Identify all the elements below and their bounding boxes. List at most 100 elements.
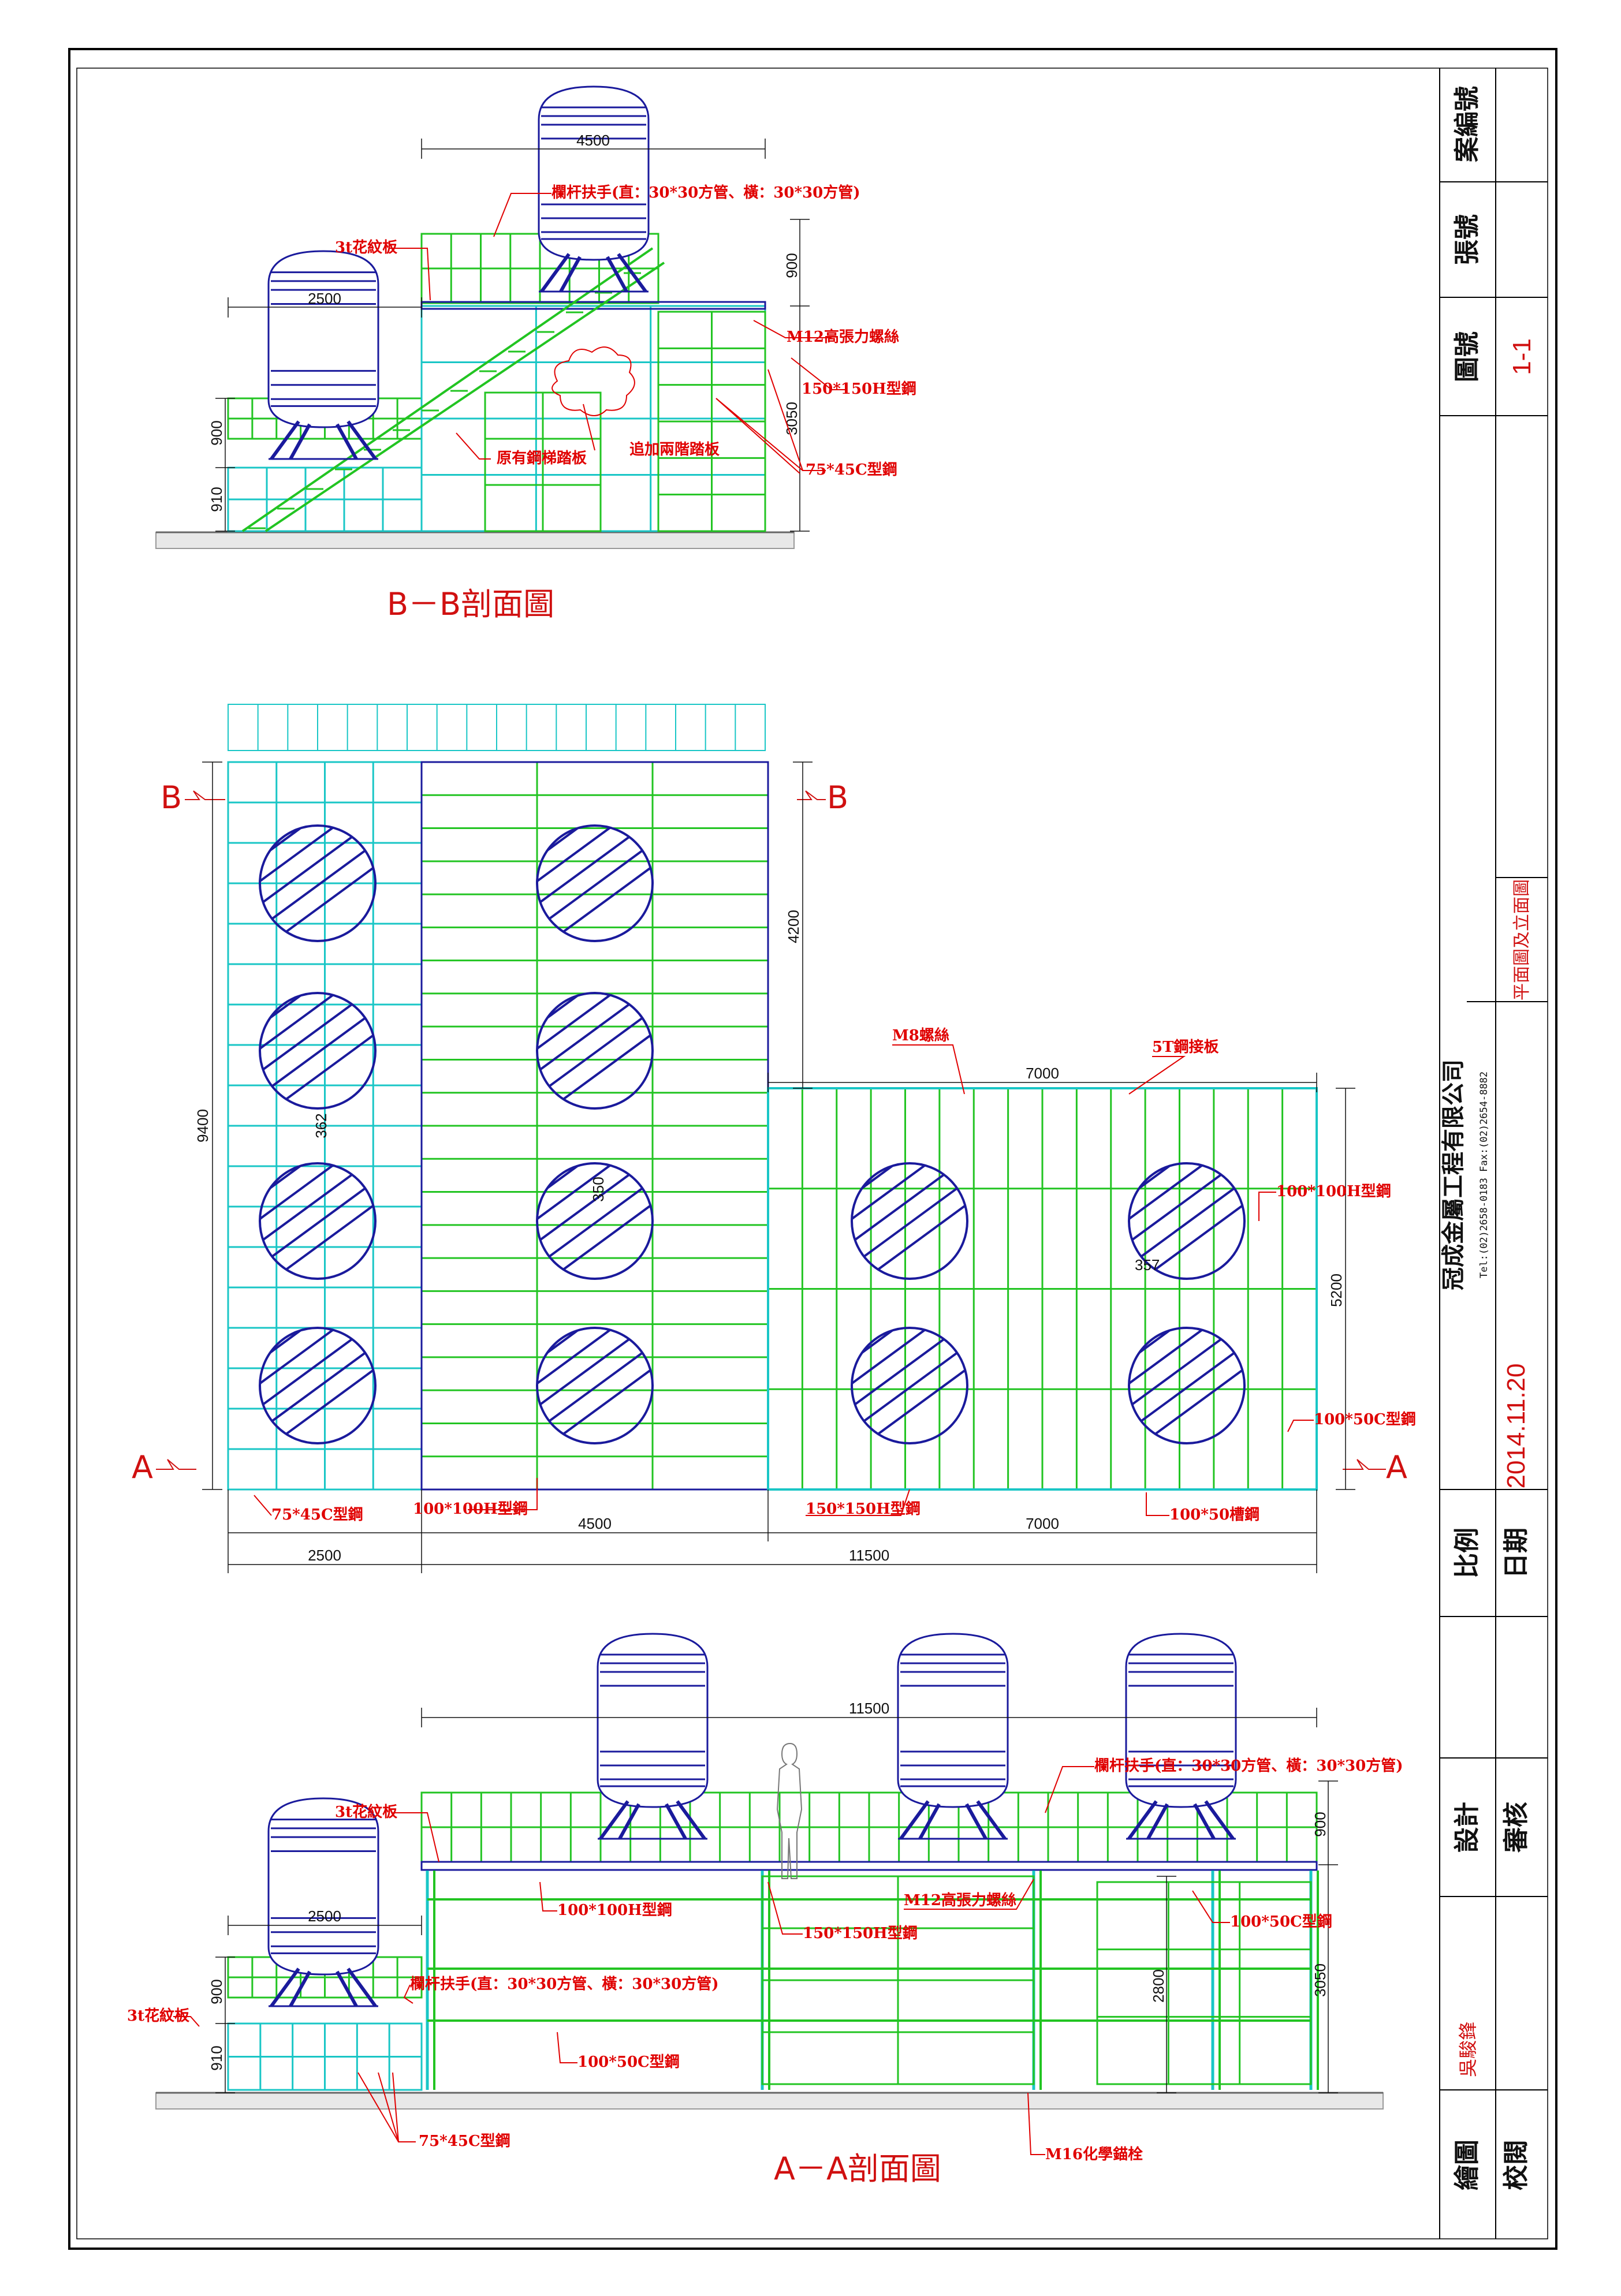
bb-label-hbeam: 150*150H型鋼: [802, 380, 916, 398]
plan-dim-9400: 9400: [194, 1109, 211, 1143]
plan-tank-footprint-3-hatch-line: [264, 1163, 375, 1279]
bb-tank-large-leg: [559, 256, 582, 293]
aa-tank-1: [597, 1633, 709, 1840]
aa-tank-3-leg: [1204, 1800, 1235, 1840]
bb-dim-910: 910: [208, 487, 225, 512]
plan-tank-footprint-12-hatch-line: [1134, 1328, 1244, 1443]
plan-tank-footprint-3: [259, 1162, 377, 1280]
plan-tank-footprint-10: [851, 1327, 968, 1444]
plan-tank-footprint-12-hatch-line: [1129, 1328, 1182, 1443]
plan-center-block: [420, 761, 769, 1491]
plan-tank-footprint-4-outline: [259, 1327, 377, 1444]
aa-dim-900-left: 900: [208, 1979, 225, 2004]
aa-tank-2-leg: [965, 1803, 987, 1840]
drawing-name: 平面圖及立面圖: [1512, 879, 1532, 1000]
plan-tank-footprint-12-outline: [1128, 1327, 1246, 1444]
plan-mark-b-left: B: [161, 779, 182, 816]
bb-dim-3050: 3050: [783, 402, 800, 435]
bb-tank-large-leg: [606, 256, 628, 293]
bb-stair-box: [484, 391, 602, 532]
bb-dim-2500: 2500: [308, 290, 341, 307]
plan-tank-footprint-8-outline: [536, 1327, 654, 1444]
plan-tank-footprint-9-hatch-line: [852, 1163, 937, 1279]
plan-tank-footprint-2-hatch-line: [260, 993, 345, 1108]
aa-label-c100-50-low: 100*50C型鋼: [577, 2054, 680, 2071]
plan-tank-footprint-8-hatch-line: [542, 1328, 653, 1443]
aa-label-bolt: M12高張力螺絲: [904, 1891, 1016, 1909]
aa-tank-2-leg: [918, 1803, 941, 1840]
plan-tank-footprint-5-hatch-line: [537, 826, 590, 941]
plan-tank-footprint-6-hatch-line: [537, 993, 653, 1108]
plan-tank-footprint-11-hatch-line: [1134, 1163, 1244, 1279]
plan-tank-footprint-4: [259, 1327, 377, 1444]
bb-ground: [155, 532, 795, 549]
plan-tank-footprint-7-hatch-line: [537, 1163, 653, 1279]
plan-tank-footprint-2-hatch: [260, 993, 375, 1108]
aa-label-h150: 150*150H型鋼: [803, 1925, 918, 1942]
aa-tank-3-leg: [1127, 1800, 1158, 1840]
aa-tank-2-leg: [899, 1800, 930, 1840]
bb-cloud-revision: [551, 346, 635, 416]
bb-label-railing: 欄杆扶手(直：30*30方管、橫：30*30方管): [551, 184, 860, 201]
aa-dim-3050: 3050: [1311, 1963, 1329, 1997]
aa-tank-1-leg: [599, 1800, 629, 1840]
plan-tank-footprint-2-outline: [259, 992, 377, 1110]
plan-tank-footprint-2: [259, 992, 377, 1110]
drafter-label: 繪圖: [1452, 2140, 1482, 2190]
plan-tank-footprint-11-outline: [1128, 1162, 1246, 1280]
plan-view: B B A A 9400 4200 7000 5200 4500 7000 25…: [132, 704, 1416, 1573]
bb-main-support: [420, 305, 766, 532]
aa-tank-low-body: [267, 1797, 379, 1976]
aa-tank-1-body: [597, 1633, 709, 1808]
bb-tank-large-body: [538, 85, 650, 261]
aa-deck: [420, 1861, 1318, 1871]
aa-tank-1-leg: [676, 1800, 706, 1840]
plan-tank-footprint-8-hatch-line: [537, 1328, 653, 1443]
plan-tank-footprint-5-hatch-line: [542, 826, 653, 941]
plan-tank-footprint-7: [536, 1162, 654, 1280]
plan-label-c75: 75*45C型鋼: [271, 1506, 363, 1524]
plan-label-c100-50: 100*50C型鋼: [1314, 1411, 1416, 1428]
plan-tank-footprint-5: [536, 824, 654, 942]
plan-tank-footprint-10-hatch: [852, 1328, 967, 1443]
plan-tank-footprint-7-hatch-line: [537, 1163, 590, 1279]
plan-tank-footprint-3-hatch: [260, 1163, 375, 1279]
plan-tank-footprint-1-hatch-line: [260, 826, 313, 941]
inner-border: [76, 68, 1548, 2239]
date-value: 2014.11.20: [1502, 1364, 1530, 1489]
bb-label-stair-plate: 原有鋼梯踏板: [497, 450, 587, 467]
bb-tank-small: [267, 250, 379, 460]
bb-tank-large-leg: [617, 253, 647, 293]
aa-label-c75: 75*45C型鋼: [419, 2133, 510, 2150]
aa-tank-low-leg: [346, 1968, 377, 2007]
aa-label-plate-top: 3t花紋板: [335, 1803, 397, 1821]
plan-tank-footprint-6: [536, 992, 654, 1110]
aa-tank-2-body: [897, 1633, 1009, 1808]
plan-tank-footprint-4-hatch-line: [260, 1328, 345, 1443]
plan-dim-5200: 5200: [1328, 1274, 1345, 1307]
drawing-no: 1-1: [1508, 338, 1536, 375]
plan-tank-footprint-12-hatch: [1129, 1328, 1244, 1443]
outer-border: [68, 48, 1557, 2250]
aa-tank-1-leg: [665, 1803, 687, 1840]
plan-tank-footprint-4-hatch-line: [260, 1328, 313, 1443]
aa-right-bay-outline: [1096, 1881, 1312, 2085]
plan-dim-7000-bottom: 7000: [1026, 1515, 1059, 1532]
sheet-no-label: 張號: [1452, 214, 1482, 265]
aa-ground: [155, 2092, 1384, 2110]
plan-tank-footprint-1-outline: [259, 824, 377, 942]
proof-label: 校閱: [1501, 2140, 1531, 2190]
aa-tank-low-leg: [270, 1968, 300, 2007]
bb-label-add-step: 追加兩階踏板: [629, 440, 720, 458]
aa-dim-900-right: 900: [1311, 1812, 1329, 1836]
aa-label-railing-top: 欄杆扶手(直：30*30方管、橫：30*30方管): [1094, 1757, 1403, 1775]
aa-tank-1-leg: [618, 1803, 640, 1840]
design-label: 設計: [1452, 1802, 1482, 1853]
aa-tank-2-leg: [976, 1800, 1007, 1840]
aa-mid-bay: [761, 1875, 1035, 2085]
plan-tank-footprint-4-hatch-line: [260, 1328, 375, 1443]
bb-tank-small-leg: [270, 420, 300, 460]
plan-label-h100: 100*100H型鋼: [1276, 1183, 1391, 1200]
plan-tank-footprint-11-hatch-line: [1129, 1163, 1244, 1279]
